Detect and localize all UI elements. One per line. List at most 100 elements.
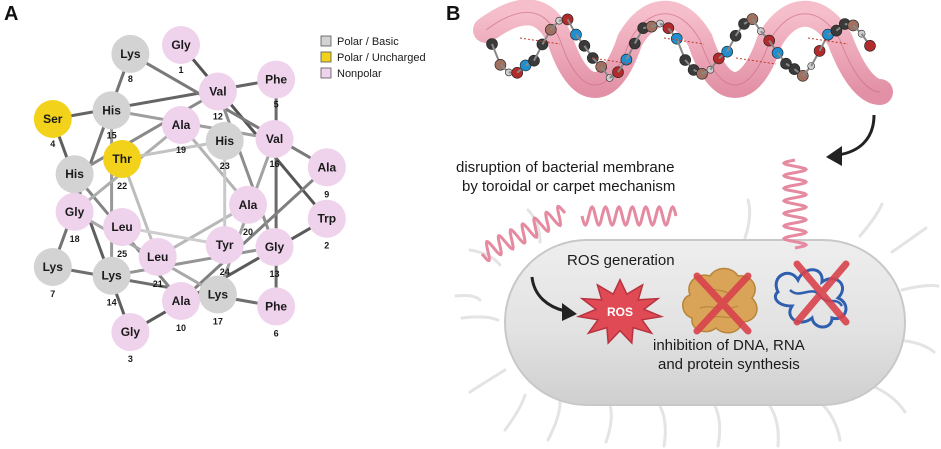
residue-circle [55, 155, 94, 194]
wheel-bond-3-4 [51, 117, 132, 334]
wheel-bond-9-10 [179, 165, 329, 303]
nucleic-acid-coil-icon [773, 260, 850, 329]
legend-label-polar-uncharged: Polar / Uncharged [337, 52, 426, 64]
residue-number: 17 [213, 317, 223, 327]
residue-number: 5 [274, 100, 279, 110]
nucleic-acid-inhibition-cross [793, 260, 850, 326]
residue-number: 2 [324, 241, 329, 251]
residue-20: Ala 20 [229, 185, 267, 237]
residue-name: Lys [43, 260, 64, 274]
residue-circle [198, 275, 237, 314]
wheel-bond-12-13 [216, 90, 276, 249]
residue-name: Gly [265, 240, 285, 254]
residue-circle [205, 121, 244, 160]
legend-label-polar-basic: Polar / Basic [337, 36, 399, 48]
residue-name: His [102, 103, 121, 117]
wheel-bond-7-8 [51, 52, 132, 269]
membrane-helix-surface [580, 205, 678, 227]
residue-circle [162, 106, 200, 144]
legend-swatch-polar-uncharged [320, 51, 332, 63]
wheel-bond-8-9 [128, 52, 329, 169]
residue-number: 15 [107, 130, 117, 140]
wheel-bond-13-14 [110, 245, 276, 278]
residue-number: 19 [176, 145, 186, 155]
residue-circle [92, 91, 131, 130]
legend-item-polar-basic: Polar / Basic [320, 35, 399, 48]
residue-13: Gly 13 [255, 228, 294, 279]
residue-name: His [65, 167, 84, 181]
residue-number: 20 [243, 227, 253, 237]
wheel-bond-11-12 [73, 90, 220, 176]
residue-number: 23 [220, 161, 230, 171]
residue-legend: Polar / Basic Polar / Uncharged Nonpolar [320, 35, 426, 80]
residue-number: 8 [128, 74, 133, 84]
residue-11: His11 [55, 155, 94, 206]
panel-a-label: A [4, 3, 18, 25]
ros-arrow [530, 276, 577, 321]
residue-name: Trp [317, 212, 336, 226]
residue-number: 14 [107, 298, 117, 308]
peptide-helix-structure [473, 0, 893, 105]
residue-circle [55, 192, 94, 231]
residue-number: 13 [269, 269, 279, 279]
residue-number: 22 [117, 181, 127, 191]
residue-number: 7 [50, 289, 55, 299]
helical-wheel-residues: Gly1Trp2Gly3Ser4Phe5Phe6Lys7Lys8Ala9Ala1… [33, 26, 346, 364]
residue-name: Gly [121, 325, 141, 339]
residue-circle [257, 287, 296, 326]
residue-23: His 23 [205, 121, 244, 171]
residue-name: Tyr [216, 238, 234, 252]
residue-name: Gly [171, 38, 191, 52]
residue-18: Gly 18 [55, 192, 94, 244]
legend-swatch-nonpolar [320, 67, 332, 79]
residue-circle [111, 34, 150, 73]
residue-circle [162, 282, 200, 320]
residue-number: 1 [178, 65, 183, 75]
residue-circle [92, 256, 131, 295]
residue-name: Ser [43, 112, 63, 126]
residue-circle [103, 140, 142, 178]
ros-burst-icon: ROS [575, 277, 665, 345]
residue-1: Gly 1 [162, 26, 200, 75]
residue-number: 24 [220, 267, 230, 277]
residue-circle [162, 26, 200, 64]
legend-swatch-polar-basic [320, 35, 332, 47]
residue-number: 3 [128, 354, 133, 364]
residue-3: Gly 3 [111, 313, 150, 364]
residue-circle [307, 148, 346, 187]
residue-number: 18 [70, 234, 80, 244]
residue-name: Gly [65, 205, 85, 219]
residue-circle [198, 72, 237, 111]
protein-blob-icon [682, 267, 758, 335]
residue-name: Lys [120, 47, 141, 61]
residue-number: 6 [274, 328, 279, 338]
wheel-bond-4-5 [51, 78, 278, 121]
residue-name: His [215, 134, 234, 148]
protein-inhibition-cross [693, 272, 752, 335]
residue-name: Phe [265, 299, 287, 313]
residue-circle [229, 185, 267, 224]
residue-circle [33, 100, 72, 138]
residue-number: 25 [117, 249, 127, 259]
residue-number: 21 [153, 279, 163, 289]
residue-circle [103, 208, 142, 246]
residue-2: Trp 2 [307, 199, 346, 251]
residue-name: Ala [239, 198, 258, 212]
residue-number: 12 [213, 112, 223, 122]
residue-6: Phe 6 [257, 287, 296, 338]
ros-badge-text: ROS [607, 305, 633, 319]
residue-name: Ala [317, 160, 336, 174]
membrane-disruption-line1: disruption of bacterial membrane [456, 159, 674, 176]
residue-circle [205, 226, 244, 265]
residue-circle [255, 228, 294, 266]
residue-name: Leu [147, 250, 168, 264]
residue-circle [111, 313, 150, 352]
